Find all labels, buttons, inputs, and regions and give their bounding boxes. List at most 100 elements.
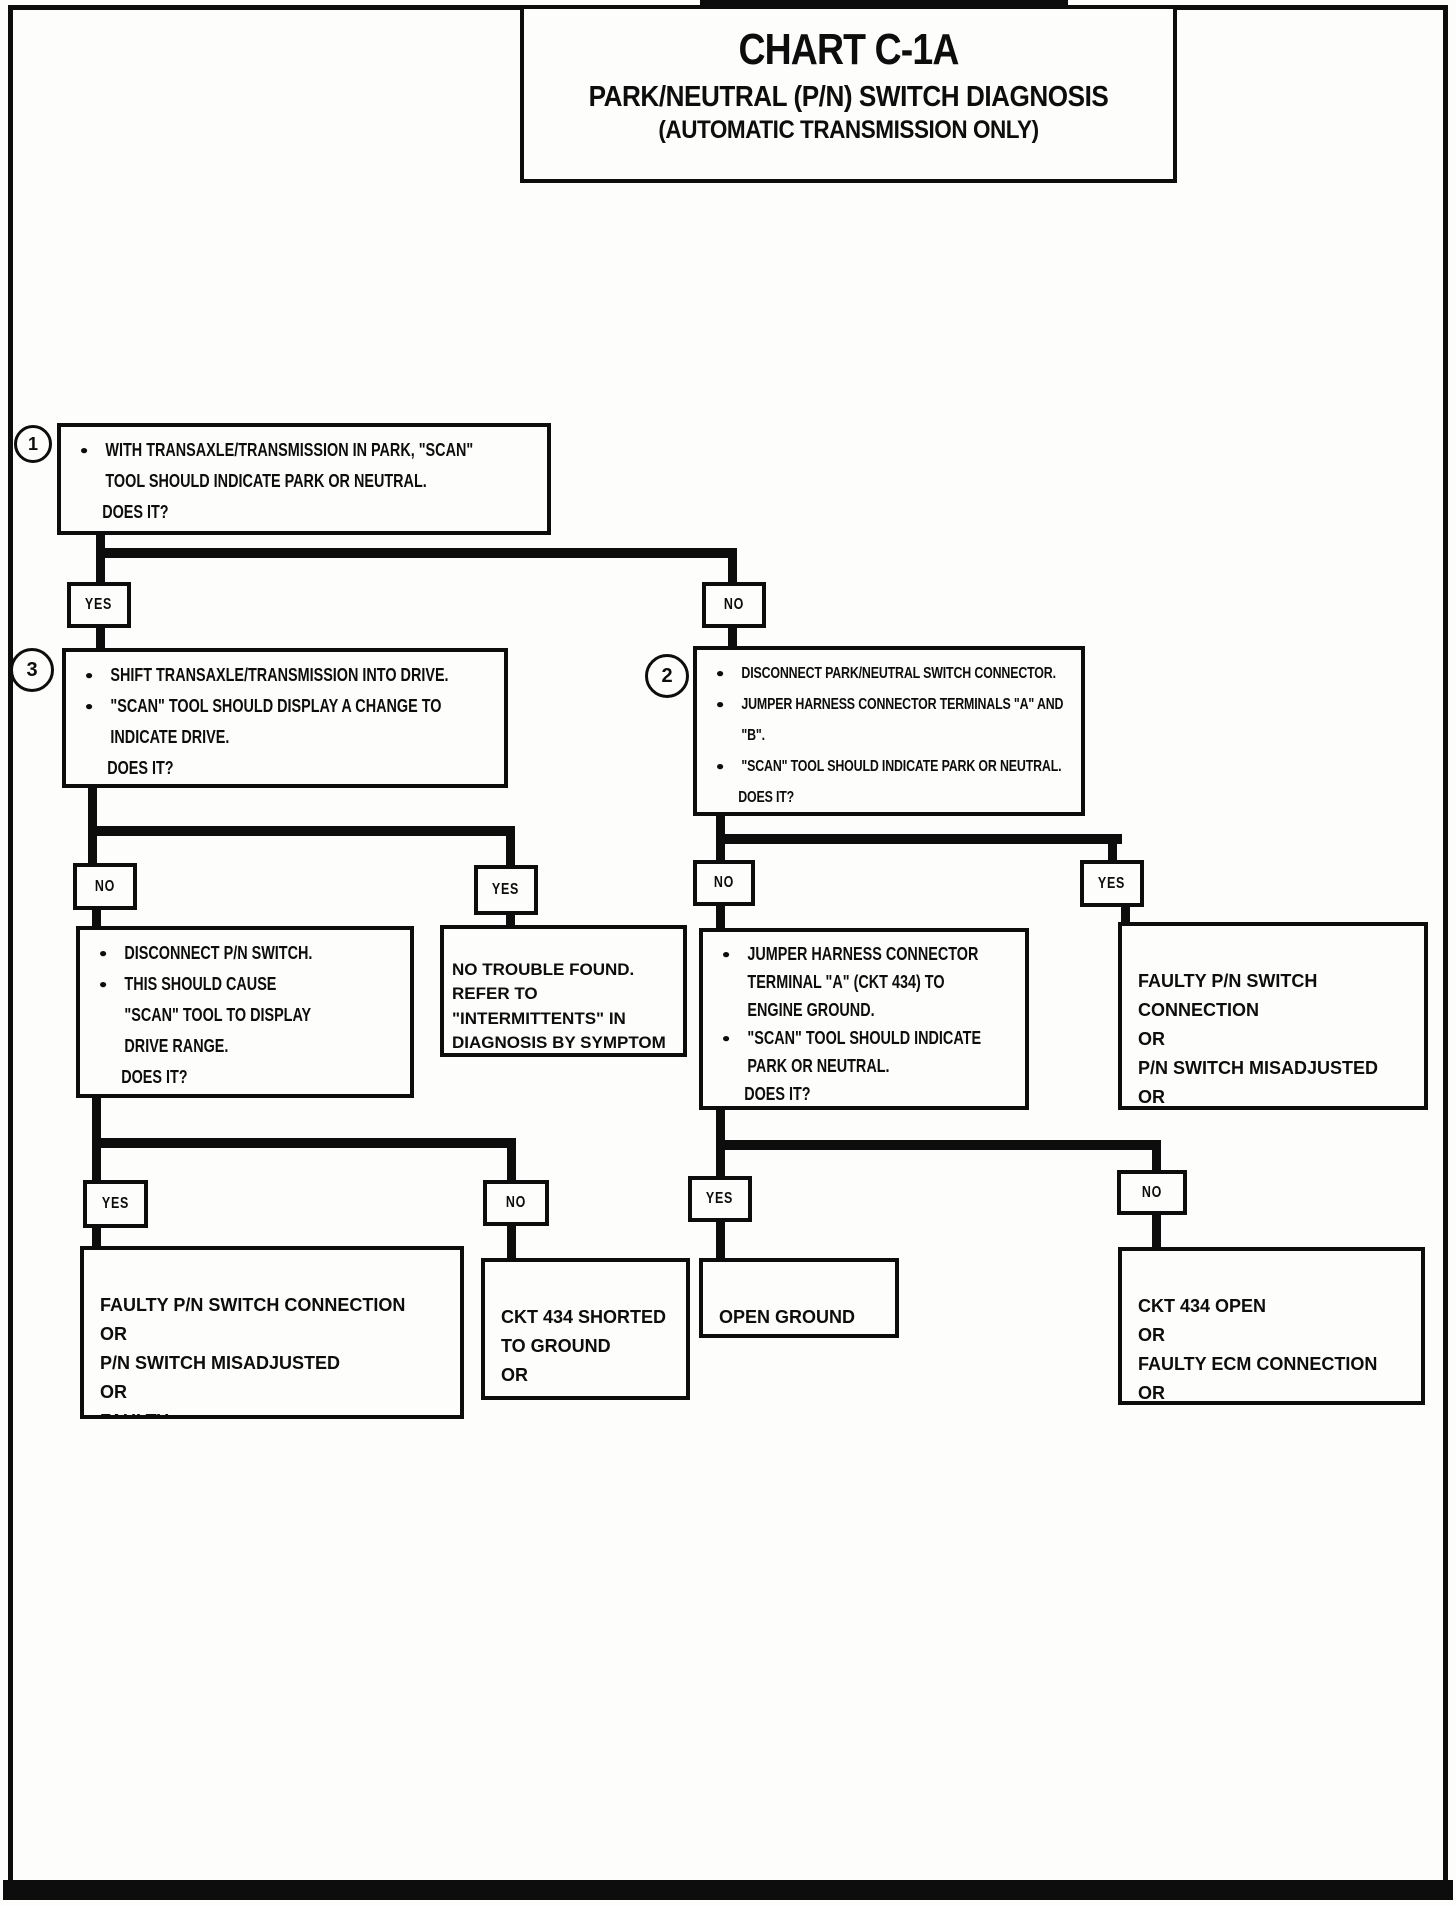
no-label: NO — [1141, 1183, 1163, 1201]
yes-label: YES — [101, 1195, 130, 1212]
connector-line — [506, 836, 515, 865]
step-number-3: 3 — [10, 648, 54, 692]
connector-line — [92, 1138, 516, 1148]
bullet-icon: ● — [715, 759, 725, 773]
step2-text-3: "SCAN" TOOL SHOULD INDICATE PARK OR NEUT… — [741, 758, 1062, 775]
faulty-switch-right-box: FAULTY P/N SWITCH CONNECTION OR P/N SWIT… — [1118, 922, 1428, 1110]
connector-line — [92, 910, 101, 926]
connector-line — [716, 1140, 1161, 1150]
step-number-2: 2 — [645, 654, 689, 698]
step-number-2-label: 2 — [661, 664, 673, 687]
scan-artifact — [700, 0, 1068, 9]
step2-box: ● DISCONNECT PARK/NEUTRAL SWITCH CONNECT… — [693, 646, 1085, 816]
decision-no-3-left: NO — [483, 1180, 549, 1226]
connector-line — [88, 826, 515, 836]
step2-text-1: DISCONNECT PARK/NEUTRAL SWITCH CONNECTOR… — [741, 665, 1056, 682]
connector-line — [716, 816, 725, 834]
decision-no-2-right: NO — [693, 860, 755, 906]
step1-text: WITH TRANSAXLE/TRANSMISSION IN PARK, "SC… — [105, 440, 474, 491]
no-label: NO — [94, 877, 116, 895]
connector-line — [1152, 1215, 1161, 1247]
ckt-open-text: CKT 434 OPEN OR FAULTY ECM CONNECTION OR… — [1138, 1296, 1378, 1403]
connector-line — [716, 834, 1122, 844]
step-number-3-label: 3 — [26, 658, 38, 681]
step3-question: DOES IT? — [107, 758, 174, 778]
no-trouble-found-text: NO TROUBLE FOUND. REFER TO "INTERMITTENT… — [452, 959, 666, 1053]
connector-line — [506, 915, 515, 925]
jumper-ground-box: ● JUMPER HARNESS CONNECTOR TERMINAL "A" … — [699, 928, 1029, 1110]
connector-line — [716, 906, 725, 928]
decision-no-1: NO — [702, 582, 766, 628]
ckt-shorted-text: CKT 434 SHORTED TO GROUND OR FAULTY ECM. — [501, 1307, 667, 1396]
connector-line — [96, 548, 737, 558]
step1-box: ● WITH TRANSAXLE/TRANSMISSION IN PARK, "… — [57, 423, 551, 535]
jumper-ground-text-2: "SCAN" TOOL SHOULD INDICATE PARK OR NEUT… — [747, 1028, 982, 1076]
step3-text-2: "SCAN" TOOL SHOULD DISPLAY A CHANGE TO I… — [110, 696, 442, 747]
ckt-shorted-box: CKT 434 SHORTED TO GROUND OR FAULTY ECM. — [481, 1258, 690, 1400]
disconnect-pn-question: DOES IT? — [121, 1067, 188, 1087]
step-number-1-label: 1 — [27, 433, 38, 454]
bottom-border-bar — [3, 1880, 1453, 1900]
step3-box: ● SHIFT TRANSAXLE/TRANSMISSION INTO DRIV… — [62, 648, 508, 788]
connector-line — [507, 1148, 516, 1180]
faulty-switch-bottom-box: FAULTY P/N SWITCH CONNECTION OR P/N SWIT… — [80, 1246, 464, 1419]
bullet-icon: ● — [84, 699, 94, 713]
chart-title: CHART C-1A — [738, 25, 959, 74]
chart-subtitle: PARK/NEUTRAL (P/N) SWITCH DIAGNOSIS — [588, 81, 1109, 113]
connector-line — [88, 836, 97, 863]
faulty-switch-bottom-text: FAULTY P/N SWITCH CONNECTION OR P/N SWIT… — [100, 1295, 406, 1415]
decision-yes-1: YES — [67, 582, 131, 628]
bullet-icon: ● — [721, 947, 731, 961]
yes-label: YES — [1098, 874, 1126, 892]
connector-line — [507, 1226, 516, 1258]
connector-line — [92, 1098, 101, 1138]
connector-line — [716, 1222, 725, 1258]
disconnect-pn-text-2: THIS SHOULD CAUSE "SCAN" TOOL TO DISPLAY… — [124, 974, 312, 1056]
connector-line — [96, 535, 105, 557]
chart-subtitle-2: (AUTOMATIC TRANSMISSION ONLY) — [658, 116, 1039, 144]
bullet-icon: ● — [721, 1031, 731, 1045]
connector-line — [716, 1110, 725, 1140]
yes-label: YES — [492, 881, 520, 898]
bullet-icon: ● — [84, 668, 94, 682]
jumper-ground-question: DOES IT? — [744, 1084, 811, 1104]
connector-line — [92, 1148, 101, 1180]
yes-label: YES — [706, 1190, 734, 1207]
decision-yes-2-left: YES — [474, 865, 538, 915]
no-label: NO — [723, 596, 745, 613]
connector-line — [728, 558, 737, 582]
connector-line — [1152, 1150, 1161, 1170]
faulty-switch-right-text: FAULTY P/N SWITCH CONNECTION OR P/N SWIT… — [1138, 971, 1379, 1107]
ckt-open-box: CKT 434 OPEN OR FAULTY ECM CONNECTION OR… — [1118, 1247, 1425, 1405]
connector-line — [88, 788, 97, 826]
jumper-ground-text-1: JUMPER HARNESS CONNECTOR TERMINAL "A" (C… — [747, 944, 979, 1020]
decision-yes-3-left: YES — [83, 1180, 148, 1228]
title-box: CHART C-1A PARK/NEUTRAL (P/N) SWITCH DIA… — [520, 5, 1177, 183]
connector-line — [92, 1228, 101, 1246]
bullet-icon: ● — [98, 977, 108, 991]
step1-question: DOES IT? — [102, 502, 169, 522]
yes-label: YES — [85, 596, 113, 613]
bullet-icon: ● — [98, 946, 108, 960]
step2-text-2: JUMPER HARNESS CONNECTOR TERMINALS "A" A… — [741, 696, 1064, 744]
connector-line — [1121, 907, 1130, 922]
connector-line — [728, 628, 737, 646]
connector-line — [1108, 844, 1117, 860]
connector-line — [716, 1150, 725, 1176]
open-ground-text: OPEN GROUND CKT. — [719, 1307, 856, 1327]
connector-line — [716, 844, 725, 860]
decision-no-2-left: NO — [73, 863, 137, 910]
decision-yes-2-right: YES — [1080, 860, 1144, 907]
bullet-icon: ● — [715, 697, 725, 711]
decision-no-3-right: NO — [1117, 1170, 1187, 1215]
connector-line — [96, 558, 105, 582]
no-trouble-found-box: NO TROUBLE FOUND. REFER TO "INTERMITTENT… — [440, 925, 687, 1057]
connector-line — [96, 628, 105, 648]
decision-yes-3-right: YES — [688, 1176, 752, 1222]
open-ground-box: OPEN GROUND CKT. — [699, 1258, 899, 1338]
disconnect-pn-box: ● DISCONNECT P/N SWITCH. ● THIS SHOULD C… — [76, 926, 414, 1098]
bullet-icon: ● — [715, 666, 725, 680]
step3-text-1: SHIFT TRANSAXLE/TRANSMISSION INTO DRIVE. — [110, 665, 449, 685]
no-label: NO — [713, 874, 735, 891]
